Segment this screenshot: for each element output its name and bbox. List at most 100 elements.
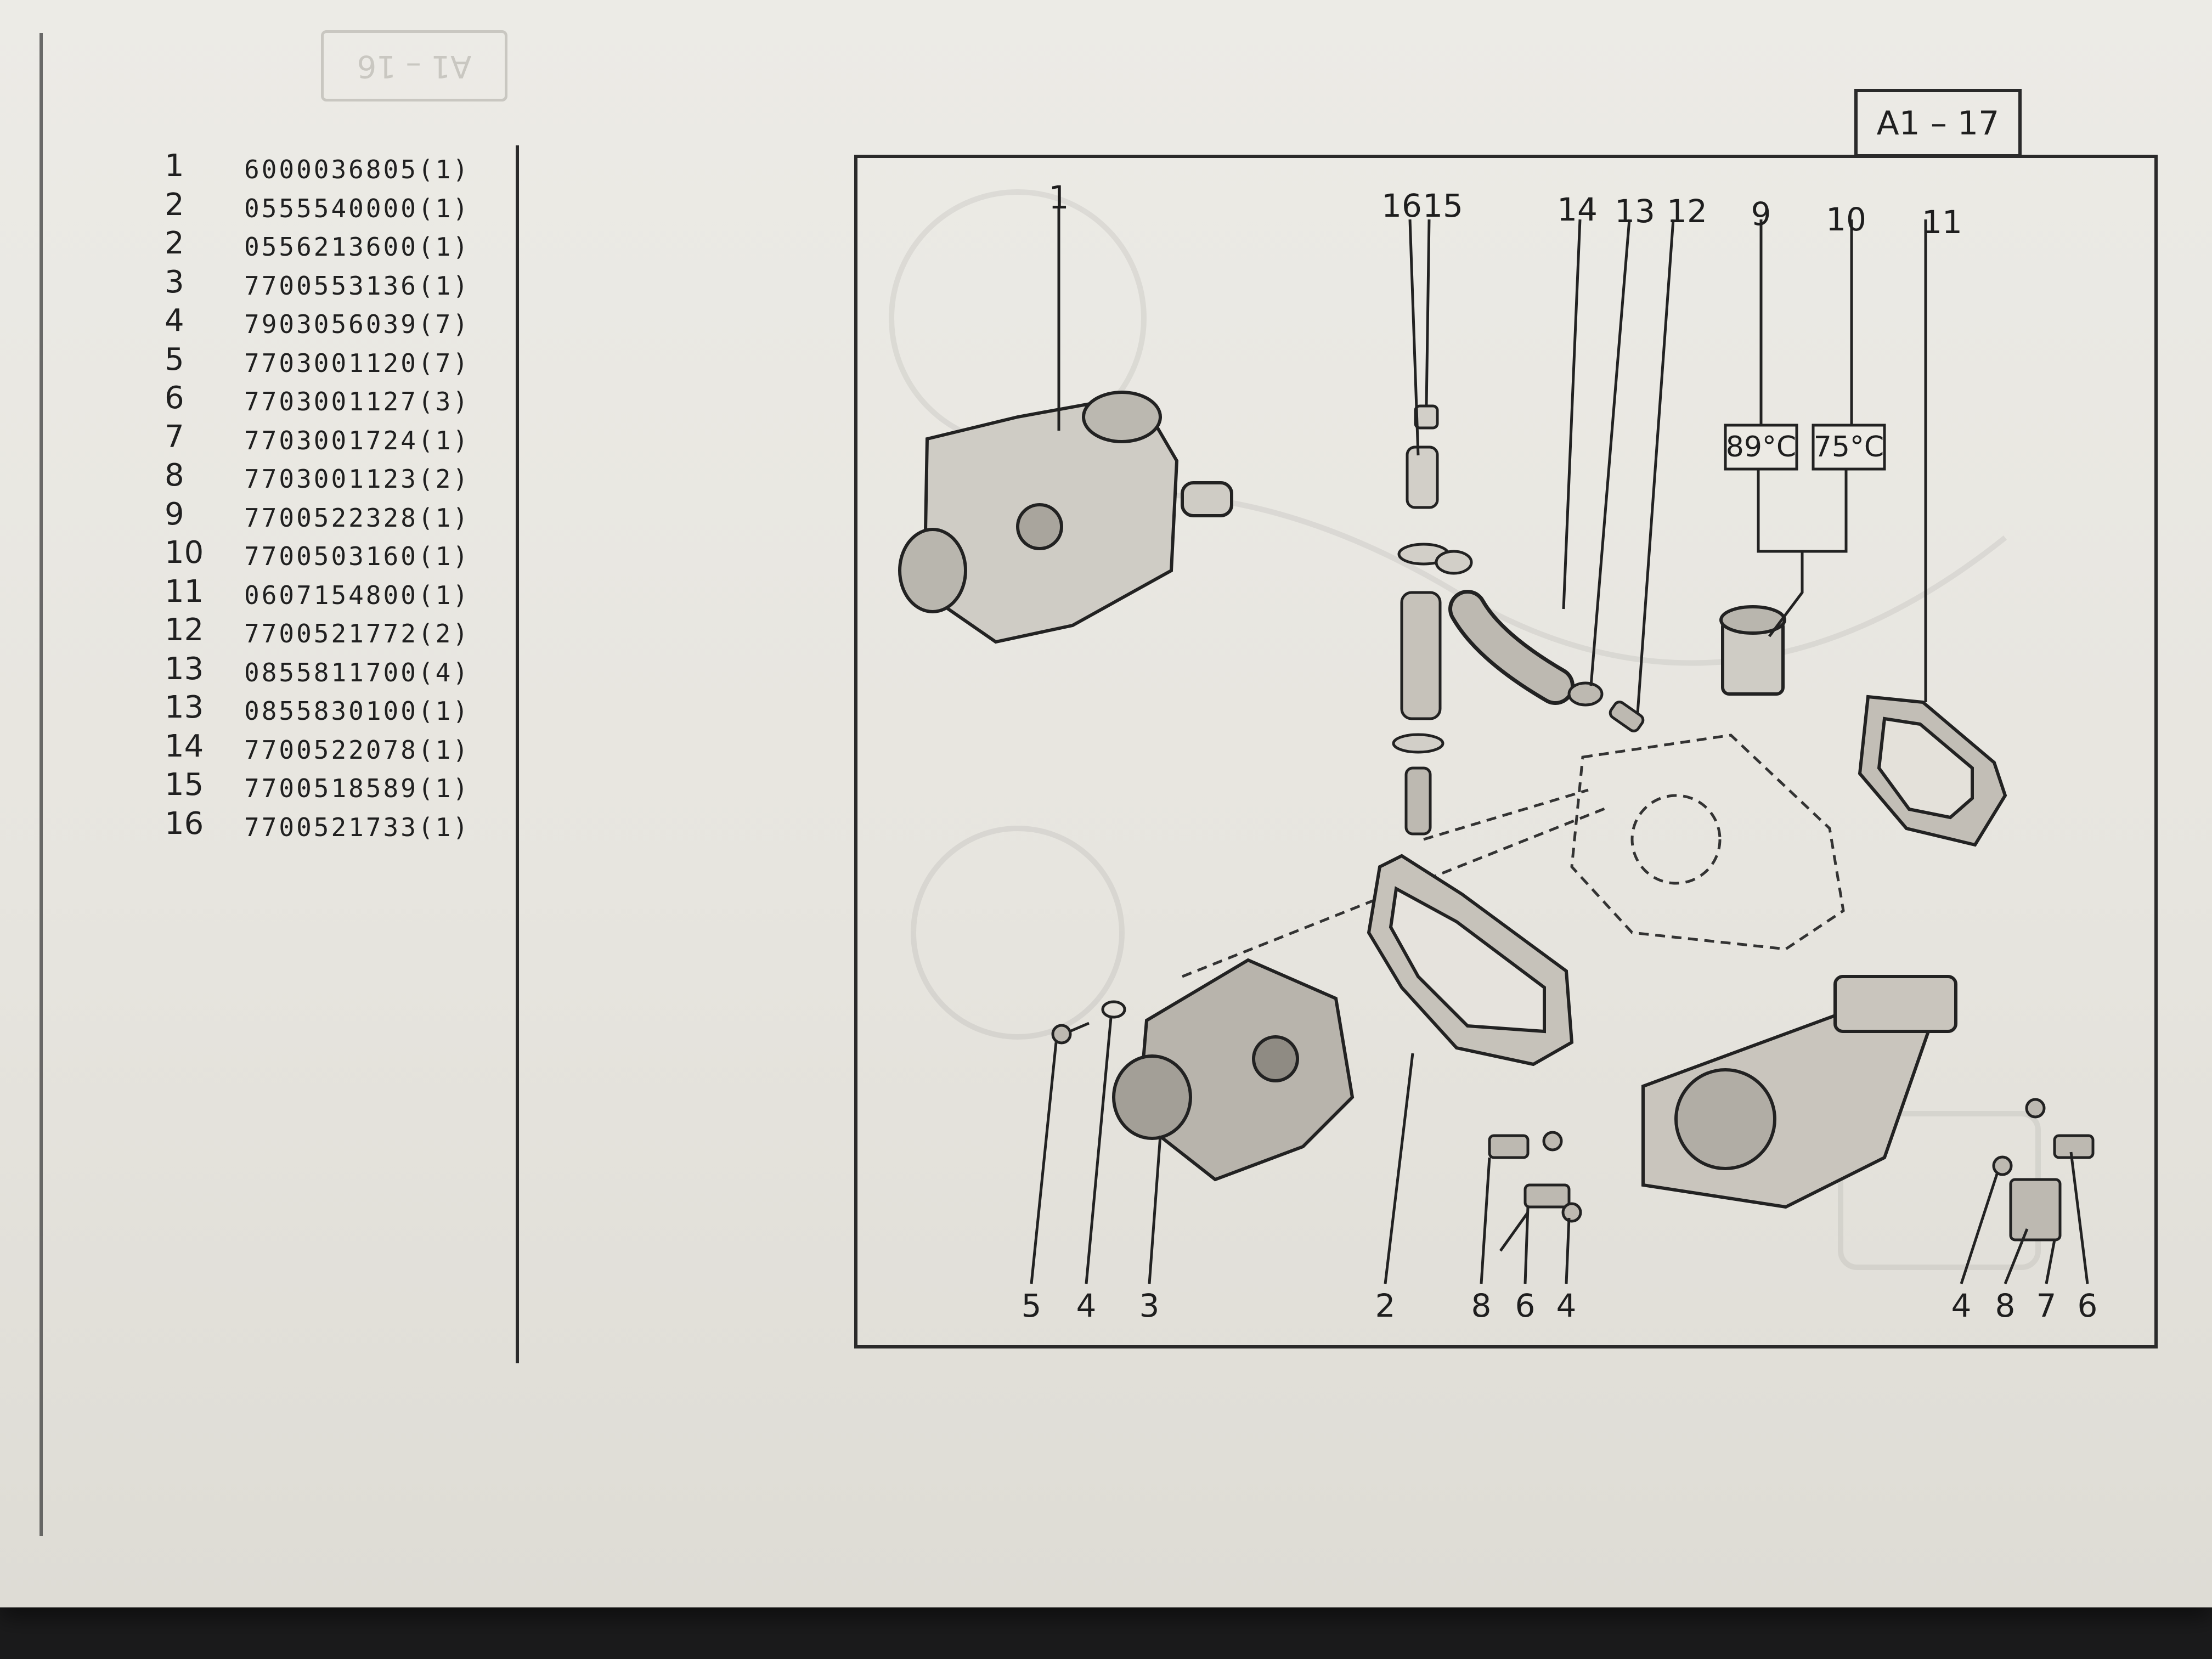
hose-clamp-part-13 [1567,681,1604,707]
item-number: 13 [165,651,204,687]
callout-8b: 8 [1995,1287,2016,1324]
hose-part-14 [1448,590,1575,705]
item-number: 5 [165,341,184,377]
item-number: 7 [165,419,184,455]
thermostat-label-89: 89°C [1726,431,1796,464]
callout-leader-lines [1030,208,2089,1284]
parts-list-row: 9 7700522328(1) [165,496,538,535]
item-number: 14 [165,728,204,764]
callout-4c: 4 [1951,1287,1972,1324]
item-number: 2 [165,187,184,223]
item-number: 1 [165,148,184,184]
bleed-through-page-label: A1 – 16 [321,30,507,101]
column-divider [516,145,519,1363]
parts-list-row: 13 0855811700(4) [165,651,538,690]
part-reference: 7903056039(7) [244,309,471,339]
callout-12: 12 [1667,193,1707,230]
part-reference: 7703001123(2) [244,464,471,494]
item-number: 3 [165,264,184,300]
item-number: 12 [165,612,204,648]
item-number: 16 [165,805,204,842]
part-reference: 7700522078(1) [244,735,471,765]
item-number: 15 [165,767,204,803]
callout-6b: 6 [2078,1287,2098,1324]
part-reference: 0855830100(1) [244,696,471,726]
callout-5: 5 [1022,1287,1042,1324]
item-number: 6 [165,380,184,416]
part-reference: 7700518589(1) [244,774,471,803]
item-number: 13 [165,690,204,725]
bolt-part-5 [1051,1022,1090,1045]
callout-10: 10 [1826,201,1866,238]
parts-list-row: 8 7703001123(2) [165,458,538,496]
diagram-canvas: 89°C 75°C [854,155,2158,1348]
callout-16: 16 [1381,187,1422,224]
part-reference: 0855811700(4) [244,657,471,687]
part-reference: 7703001120(7) [244,348,471,378]
callout-8: 8 [1471,1287,1492,1324]
pump-body-part-3 [1112,958,1355,1182]
callout-9: 9 [1751,195,1771,233]
part-reference: 7700522328(1) [244,503,471,533]
parts-list-row: 12 7700521772(2) [165,612,538,651]
callout-3: 3 [1139,1287,1160,1324]
part-reference: 7700521772(2) [244,619,471,648]
binding-edge [40,33,43,1536]
item-number: 4 [165,303,184,338]
part-reference: 0555540000(1) [244,193,471,223]
parts-list-row: 3 7700553136(1) [165,264,538,303]
lower-housing [1641,975,1957,1209]
thermostat-label-75: 75°C [1814,431,1884,464]
thermostat-temperature-labels: 89°C 75°C [1724,424,1886,637]
parts-list-row: 14 7700522078(1) [165,729,538,768]
gasket-part-2 [1367,854,1574,1066]
parts-list-row: 1 6000036805(1) [165,148,538,187]
parts-list-row: 6 7703001127(3) [165,380,538,419]
callout-4: 4 [1076,1287,1097,1324]
catalog-page: A1 – 16 A1 – 17 1 6000036805(1) 2 05555400… [0,0,2212,1607]
callout-11: 11 [1922,204,1962,241]
callout-13: 13 [1615,193,1655,230]
parts-list-row: 13 0855830100(1) [165,690,538,729]
screw-part-12 [1609,701,1645,732]
item-number: 9 [165,496,184,532]
item-number: 8 [165,458,184,493]
water-pump-part-1 [898,391,1233,644]
part-reference: 0556213600(1) [244,232,471,262]
parts-list-row: 11 0607154800(1) [165,574,538,613]
callout-15: 15 [1423,187,1463,224]
callout-7: 7 [2036,1287,2057,1324]
part-reference: 7703001724(1) [244,425,471,455]
page-label: A1 – 17 [1854,89,2022,157]
washer-part-4 [1101,1000,1126,1019]
thermostat-label-75-box [1812,424,1886,471]
callout-14: 14 [1557,191,1598,228]
part-reference: 6000036805(1) [244,155,471,184]
part-reference: 7703001127(3) [244,387,471,416]
parts-list-row: 10 7700503160(1) [165,535,538,574]
item-number: 11 [165,573,204,610]
pump-housing-outline [1182,733,1845,978]
parts-list-row: 7 7703001724(1) [165,419,538,458]
bolt-assembly-right [1992,1098,2095,1242]
bypass-fitting-part-16 [1392,404,1473,836]
bolt-assembly-left [1488,1131,1582,1252]
callout-1: 1 [1049,179,1069,216]
callout-6: 6 [1515,1287,1536,1324]
part-reference: 7700503160(1) [244,541,471,571]
callout-4b: 4 [1556,1287,1577,1324]
callout-2: 2 [1375,1287,1396,1324]
thermostat-part-9 [1719,605,1786,696]
parts-list: 1 6000036805(1) 2 0555540000(1) 2 055621360… [165,148,538,844]
item-number: 2 [165,225,184,261]
parts-list-row: 15 7700518589(1) [165,767,538,806]
part-reference: 7700553136(1) [244,270,471,301]
parts-list-row: 5 7703001120(7) [165,342,538,381]
parts-list-row: 4 7903056039(7) [165,303,538,342]
diagram-frame [854,155,2158,1348]
part-reference: 0607154800(1) [244,580,471,610]
item-number: 10 [165,535,204,571]
exploded-view-diagram: 89°C 75°C [853,154,2162,1352]
gasket-part-11 [1858,695,2007,847]
